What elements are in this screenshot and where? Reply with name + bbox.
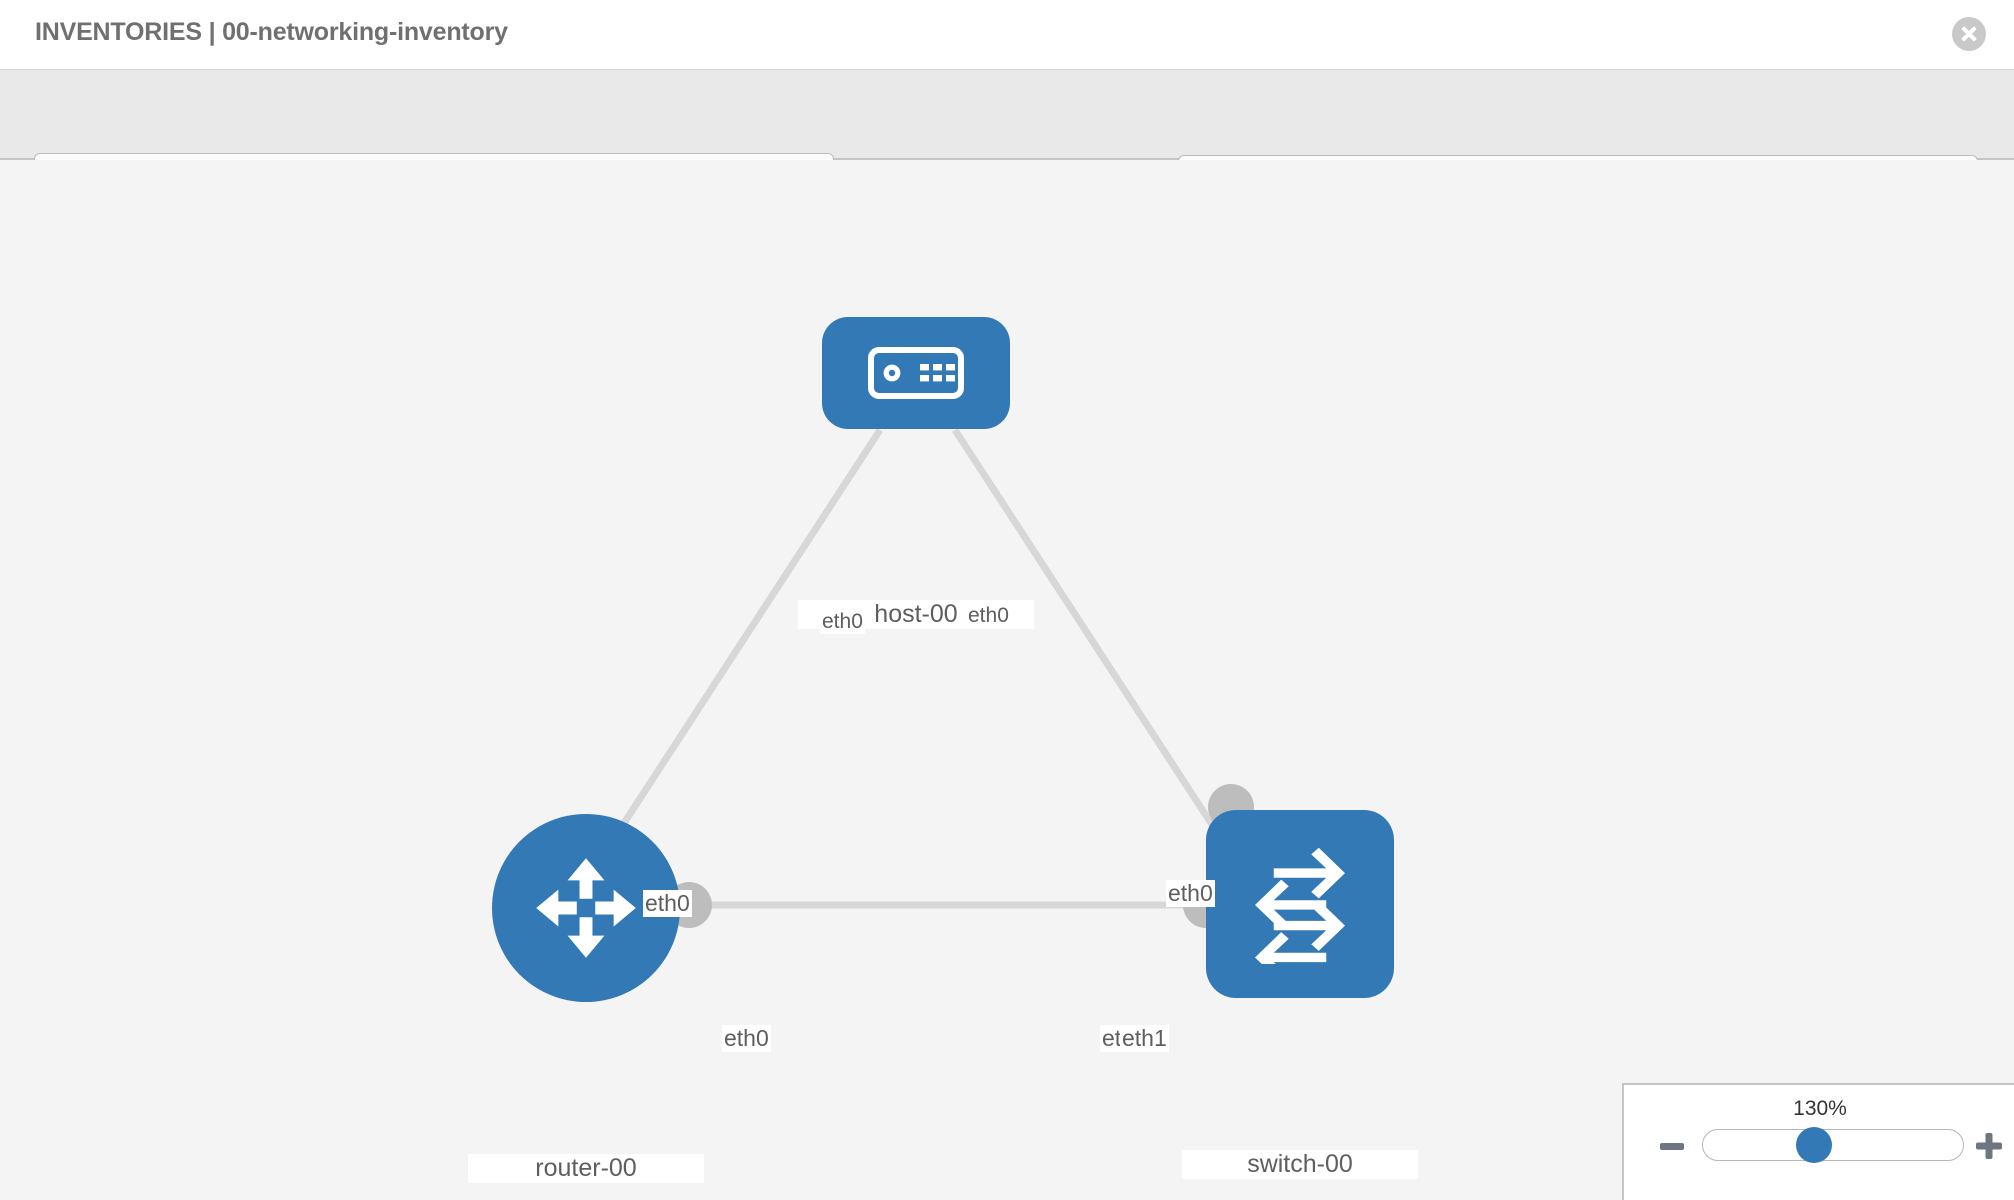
switch-node-shape[interactable] xyxy=(1206,810,1394,998)
zoom-slider-handle[interactable] xyxy=(1796,1127,1832,1163)
interface-label-host-left: eth0 xyxy=(820,610,865,634)
zoom-slider-track[interactable] xyxy=(1702,1129,1964,1161)
node-label-router: router-00 xyxy=(468,1154,704,1183)
toolbar: ACTIONS SEARCH xyxy=(0,70,2014,208)
interface-label-host-right: eth0 xyxy=(966,604,1011,628)
page-title: INVENTORIES | 00-networking-inventory xyxy=(35,18,508,46)
page-header: INVENTORIES | 00-networking-inventory xyxy=(0,0,2014,70)
host-node-shape[interactable] xyxy=(822,317,1010,429)
server-icon xyxy=(868,347,964,399)
close-icon[interactable] xyxy=(1952,17,1986,51)
zoom-control-panel: 130% xyxy=(1622,1083,2014,1200)
link-host-router xyxy=(597,428,883,862)
zoom-in-button[interactable] xyxy=(1976,1133,2002,1159)
node-label-switch: switch-00 xyxy=(1182,1150,1418,1179)
interface-label-router-right: eth0 xyxy=(722,1025,771,1052)
switch-arrows-icon xyxy=(1255,847,1345,964)
zoom-out-button[interactable] xyxy=(1660,1143,1684,1150)
router-arrows-icon xyxy=(536,858,636,958)
interface-label-switch-up: eth0 xyxy=(1166,880,1215,907)
topology-links xyxy=(597,428,1238,909)
interface-label-router-up: eth0 xyxy=(643,890,692,917)
zoom-level-value: 130% xyxy=(1793,1097,1847,1120)
topology-canvas[interactable]: host-00 router-00 xyxy=(0,160,2014,1200)
interface-label-switch-left: eth1 xyxy=(1120,1025,1169,1052)
link-host-switch xyxy=(952,428,1238,862)
